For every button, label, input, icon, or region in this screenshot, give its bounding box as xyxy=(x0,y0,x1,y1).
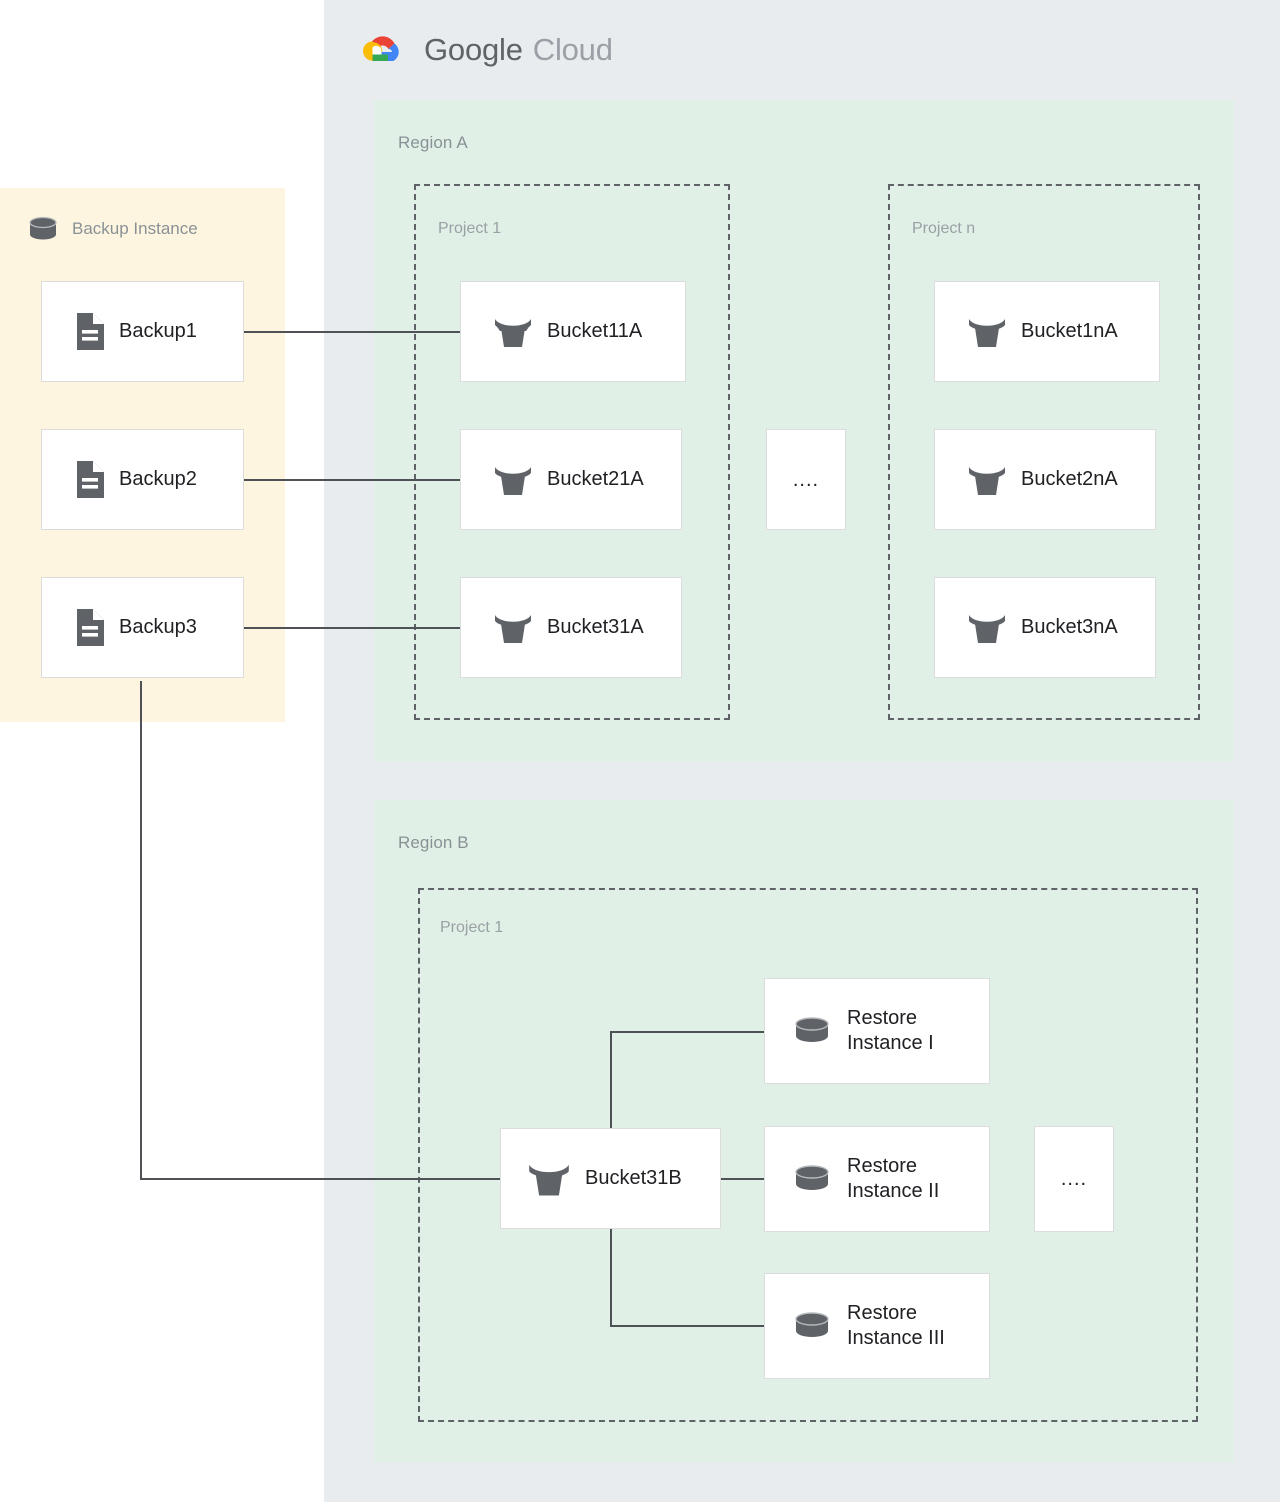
bucket-icon xyxy=(967,315,1007,349)
node-backup1-label: Backup1 xyxy=(119,320,197,342)
ellipsis-box-region-a: .... xyxy=(766,429,846,530)
backup-instance-header: Backup Instance xyxy=(28,216,198,242)
node-restore-instance-3[interactable]: Restore Instance III xyxy=(764,1273,990,1379)
database-cylinder-icon xyxy=(793,1310,831,1342)
database-cylinder-icon xyxy=(793,1015,831,1047)
connector-backup3-bucket31a xyxy=(244,627,461,629)
project-1-region-b-label: Project 1 xyxy=(440,919,504,936)
google-cloud-header: Google Cloud xyxy=(358,28,613,72)
region-a-label: Region A xyxy=(398,133,468,152)
node-restore-instance-1-label: Restore Instance I xyxy=(847,1007,934,1054)
project-n-region-a-container xyxy=(888,184,1200,720)
project-1-region-a-container xyxy=(414,184,730,720)
bucket-icon xyxy=(493,611,533,645)
database-cylinder-icon xyxy=(28,216,58,242)
node-bucket3na-label: Bucket3nA xyxy=(1021,616,1118,638)
node-backup2[interactable]: Backup2 xyxy=(41,429,244,530)
node-bucket31b[interactable]: Bucket31B xyxy=(500,1128,721,1229)
node-bucket11a[interactable]: Bucket11A xyxy=(460,281,686,382)
document-icon xyxy=(74,609,105,646)
wordmark-cloud: Cloud xyxy=(532,32,613,67)
bucket-icon xyxy=(527,1160,571,1198)
connector-bucket31b-restore1-horizontal xyxy=(610,1031,765,1033)
node-bucket21a-label: Bucket21A xyxy=(547,468,644,490)
connector-bucket31b-restore2-horizontal xyxy=(721,1178,765,1180)
node-restore-instance-2-label: Restore Instance II xyxy=(847,1155,940,1202)
project-1-region-b-container xyxy=(418,888,1198,1422)
google-cloud-logo-icon xyxy=(358,28,410,72)
wordmark-google: Google xyxy=(424,32,523,67)
ellipsis-dots: .... xyxy=(792,468,820,491)
ellipsis-box-region-b: .... xyxy=(1034,1126,1114,1232)
backup-instance-title: Backup Instance xyxy=(72,219,198,238)
connector-backup3-bucket31b-horizontal xyxy=(140,1178,501,1180)
node-restore-instance-3-label: Restore Instance III xyxy=(847,1302,945,1349)
node-bucket1na[interactable]: Bucket1nA xyxy=(934,281,1160,382)
project-1-region-a-label: Project 1 xyxy=(438,220,502,237)
connector-backup2-bucket21a xyxy=(244,479,461,481)
connector-bucket31b-restore3-vertical xyxy=(610,1228,612,1327)
bucket-icon xyxy=(967,611,1007,645)
database-cylinder-icon xyxy=(793,1163,831,1195)
region-b-label: Region B xyxy=(398,833,469,852)
node-restore-instance-2[interactable]: Restore Instance II xyxy=(764,1126,990,1232)
bucket-icon xyxy=(493,315,533,349)
connector-bucket31b-restore3-horizontal xyxy=(610,1325,765,1327)
node-bucket2na[interactable]: Bucket2nA xyxy=(934,429,1156,530)
connector-backup1-bucket11a xyxy=(244,331,461,333)
node-backup2-label: Backup2 xyxy=(119,468,197,490)
ellipsis-dots: .... xyxy=(1060,1168,1088,1190)
node-backup1[interactable]: Backup1 xyxy=(41,281,244,382)
bucket-icon xyxy=(493,463,533,497)
node-bucket31a[interactable]: Bucket31A xyxy=(460,577,682,678)
node-restore-instance-1[interactable]: Restore Instance I xyxy=(764,978,990,1084)
project-n-region-a-label: Project n xyxy=(912,220,976,237)
node-bucket31b-label: Bucket31B xyxy=(585,1167,682,1189)
document-icon xyxy=(74,461,105,498)
node-bucket31a-label: Bucket31A xyxy=(547,616,644,638)
node-bucket21a[interactable]: Bucket21A xyxy=(460,429,682,530)
bucket-icon xyxy=(967,463,1007,497)
connector-bucket31b-restore1-vertical xyxy=(610,1031,612,1130)
node-bucket1na-label: Bucket1nA xyxy=(1021,320,1118,342)
document-icon xyxy=(74,313,105,350)
google-cloud-wordmark: Google Cloud xyxy=(424,32,613,68)
node-bucket2na-label: Bucket2nA xyxy=(1021,468,1118,490)
node-bucket11a-label: Bucket11A xyxy=(547,320,643,342)
node-backup3-label: Backup3 xyxy=(119,616,197,638)
connector-backup3-bucket31b-vertical xyxy=(140,681,142,1180)
node-bucket3na[interactable]: Bucket3nA xyxy=(934,577,1156,678)
node-backup3[interactable]: Backup3 xyxy=(41,577,244,678)
